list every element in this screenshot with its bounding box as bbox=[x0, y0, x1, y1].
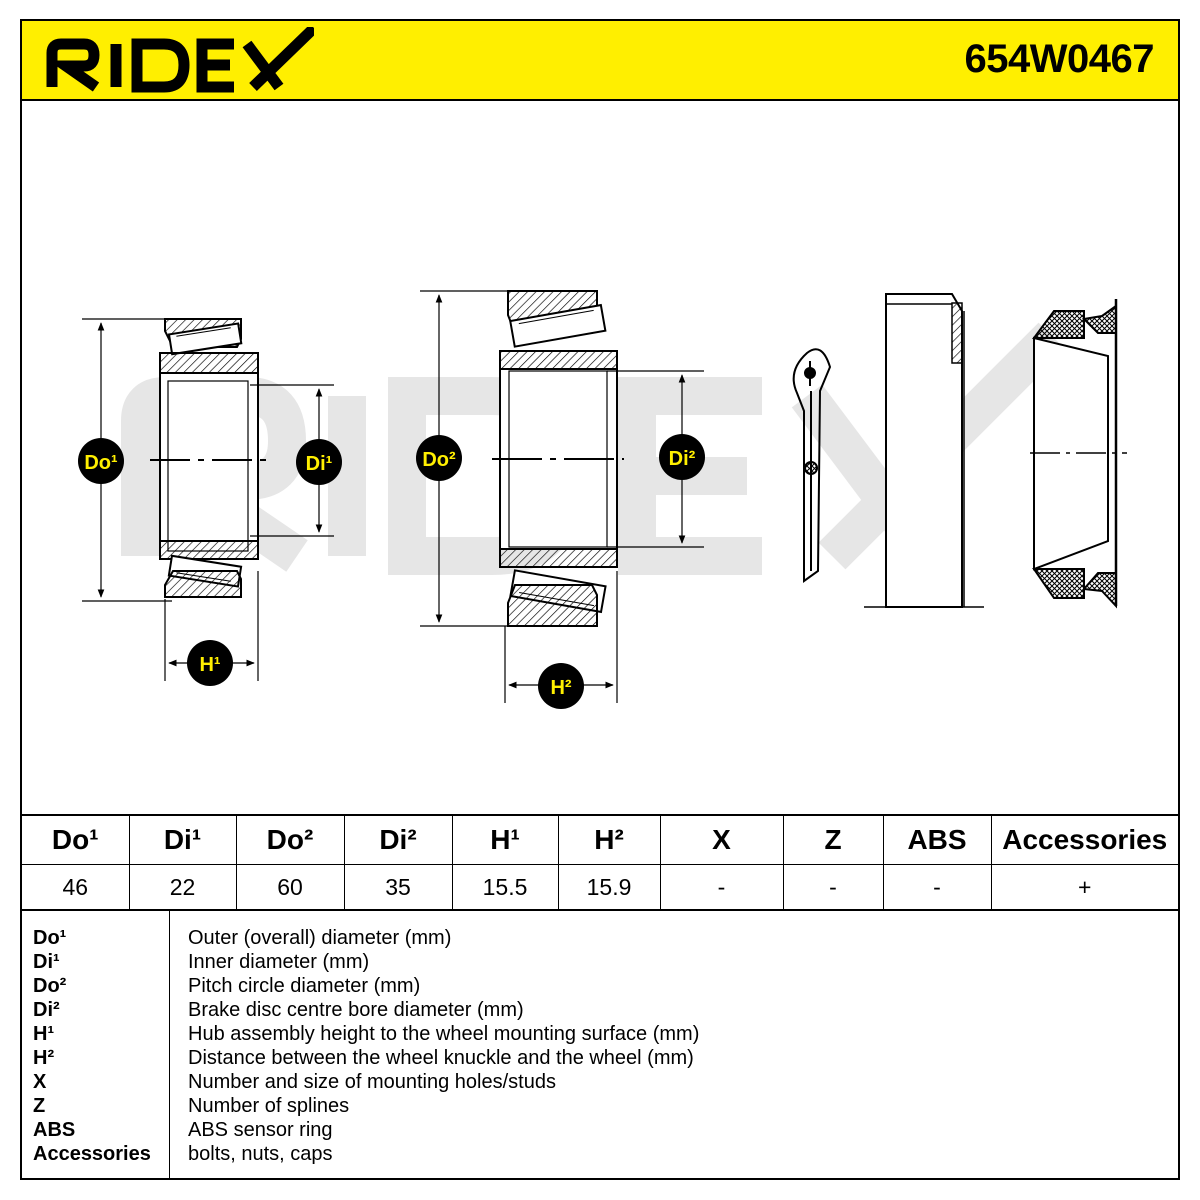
svg-text:Do²: Do² bbox=[422, 449, 456, 471]
legend-row: Do² Pitch circle diameter (mm) bbox=[22, 974, 1178, 998]
legend-row: H¹ Hub assembly height to the wheel moun… bbox=[22, 1022, 1178, 1046]
badge-do2: Do² bbox=[416, 435, 462, 481]
value-do1: 46 bbox=[22, 864, 130, 910]
legend-key: Di² bbox=[33, 999, 60, 1021]
legend-description: Distance between the wheel knuckle and t… bbox=[188, 1047, 694, 1069]
badge-di2: Di² bbox=[659, 434, 705, 480]
legend-row: Z Number of splines bbox=[22, 1094, 1178, 1118]
legend: Do¹ Outer (overall) diameter (mm) Di¹ In… bbox=[22, 909, 1178, 1180]
oil-seal bbox=[1030, 299, 1127, 609]
spec-header-row: Do¹ Di¹ Do² Di² H¹ H² X Z ABS Accessorie… bbox=[22, 814, 1178, 865]
legend-row: X Number and size of mounting holes/stud… bbox=[22, 1070, 1178, 1094]
retaining-sleeve bbox=[864, 293, 984, 608]
value-accessories: + bbox=[990, 864, 1178, 910]
badge-do1: Do¹ bbox=[78, 438, 124, 484]
bearing-2 bbox=[420, 290, 704, 703]
header-abs: ABS bbox=[882, 814, 992, 865]
header-bar: 654W0467 bbox=[22, 21, 1178, 101]
legend-divider bbox=[169, 911, 170, 1180]
legend-description: bolts, nuts, caps bbox=[188, 1143, 333, 1165]
header-h2: H² bbox=[557, 814, 661, 865]
legend-description: Number and size of mounting holes/studs bbox=[188, 1071, 556, 1093]
legend-key: Z bbox=[33, 1095, 46, 1117]
legend-description: Pitch circle diameter (mm) bbox=[188, 975, 421, 997]
spec-value-row: 46 22 60 35 15.5 15.9 - - - + bbox=[22, 864, 1178, 910]
value-do2: 60 bbox=[235, 864, 345, 910]
value-di2: 35 bbox=[343, 864, 453, 910]
part-number: 654W0467 bbox=[964, 37, 1155, 81]
legend-row: Di² Brake disc centre bore diameter (mm) bbox=[22, 998, 1178, 1022]
svg-text:Do¹: Do¹ bbox=[84, 452, 118, 474]
legend-description: Inner diameter (mm) bbox=[188, 951, 370, 973]
value-z: - bbox=[782, 864, 884, 910]
product-sheet: 654W0467 bbox=[20, 19, 1180, 1180]
legend-key: X bbox=[33, 1071, 47, 1093]
header-h1: H¹ bbox=[451, 814, 559, 865]
spec-table: Do¹ Di¹ Do² Di² H¹ H² X Z ABS Accessorie… bbox=[22, 814, 1178, 910]
legend-key: Do¹ bbox=[33, 927, 67, 949]
legend-row: Accessories bolts, nuts, caps bbox=[22, 1142, 1178, 1166]
legend-row: H² Distance between the wheel knuckle an… bbox=[22, 1046, 1178, 1070]
legend-row: Di¹ Inner diameter (mm) bbox=[22, 950, 1178, 974]
value-h2: 15.9 bbox=[557, 864, 661, 910]
legend-description: Number of splines bbox=[188, 1095, 350, 1117]
header-di2: Di² bbox=[343, 814, 453, 865]
legend-key: H² bbox=[33, 1047, 55, 1069]
header-do1: Do¹ bbox=[22, 814, 130, 865]
legend-key: Accessories bbox=[33, 1143, 151, 1165]
bearing-1 bbox=[82, 318, 334, 681]
value-di1: 22 bbox=[128, 864, 237, 910]
legend-description: Hub assembly height to the wheel mountin… bbox=[188, 1023, 700, 1045]
legend-key: H¹ bbox=[33, 1023, 55, 1045]
technical-drawing: Do¹ Di¹ H¹ Do² Di² H² bbox=[78, 290, 1127, 709]
value-abs: - bbox=[882, 864, 992, 910]
header-x: X bbox=[659, 814, 784, 865]
header-accessories: Accessories bbox=[990, 814, 1178, 865]
cotter-pin bbox=[792, 348, 832, 583]
ridex-logo bbox=[46, 27, 314, 93]
svg-text:Di²: Di² bbox=[669, 448, 696, 470]
badge-h1: H¹ bbox=[187, 640, 233, 686]
legend-key: ABS bbox=[33, 1119, 76, 1141]
value-h1: 15.5 bbox=[451, 864, 559, 910]
legend-description: Outer (overall) diameter (mm) bbox=[188, 927, 452, 949]
legend-row: ABS ABS sensor ring bbox=[22, 1118, 1178, 1142]
legend-key: Do² bbox=[33, 975, 67, 997]
value-x: - bbox=[659, 864, 784, 910]
header-do2: Do² bbox=[235, 814, 345, 865]
legend-row: Do¹ Outer (overall) diameter (mm) bbox=[22, 926, 1178, 950]
svg-text:H²: H² bbox=[550, 677, 571, 699]
svg-text:H¹: H¹ bbox=[199, 654, 220, 676]
header-di1: Di¹ bbox=[128, 814, 237, 865]
badge-di1: Di¹ bbox=[296, 439, 342, 485]
legend-key: Di¹ bbox=[33, 951, 60, 973]
legend-description: ABS sensor ring bbox=[188, 1119, 333, 1141]
badge-h2: H² bbox=[538, 663, 584, 709]
svg-text:Di¹: Di¹ bbox=[306, 453, 333, 475]
header-z: Z bbox=[782, 814, 884, 865]
legend-description: Brake disc centre bore diameter (mm) bbox=[188, 999, 524, 1021]
